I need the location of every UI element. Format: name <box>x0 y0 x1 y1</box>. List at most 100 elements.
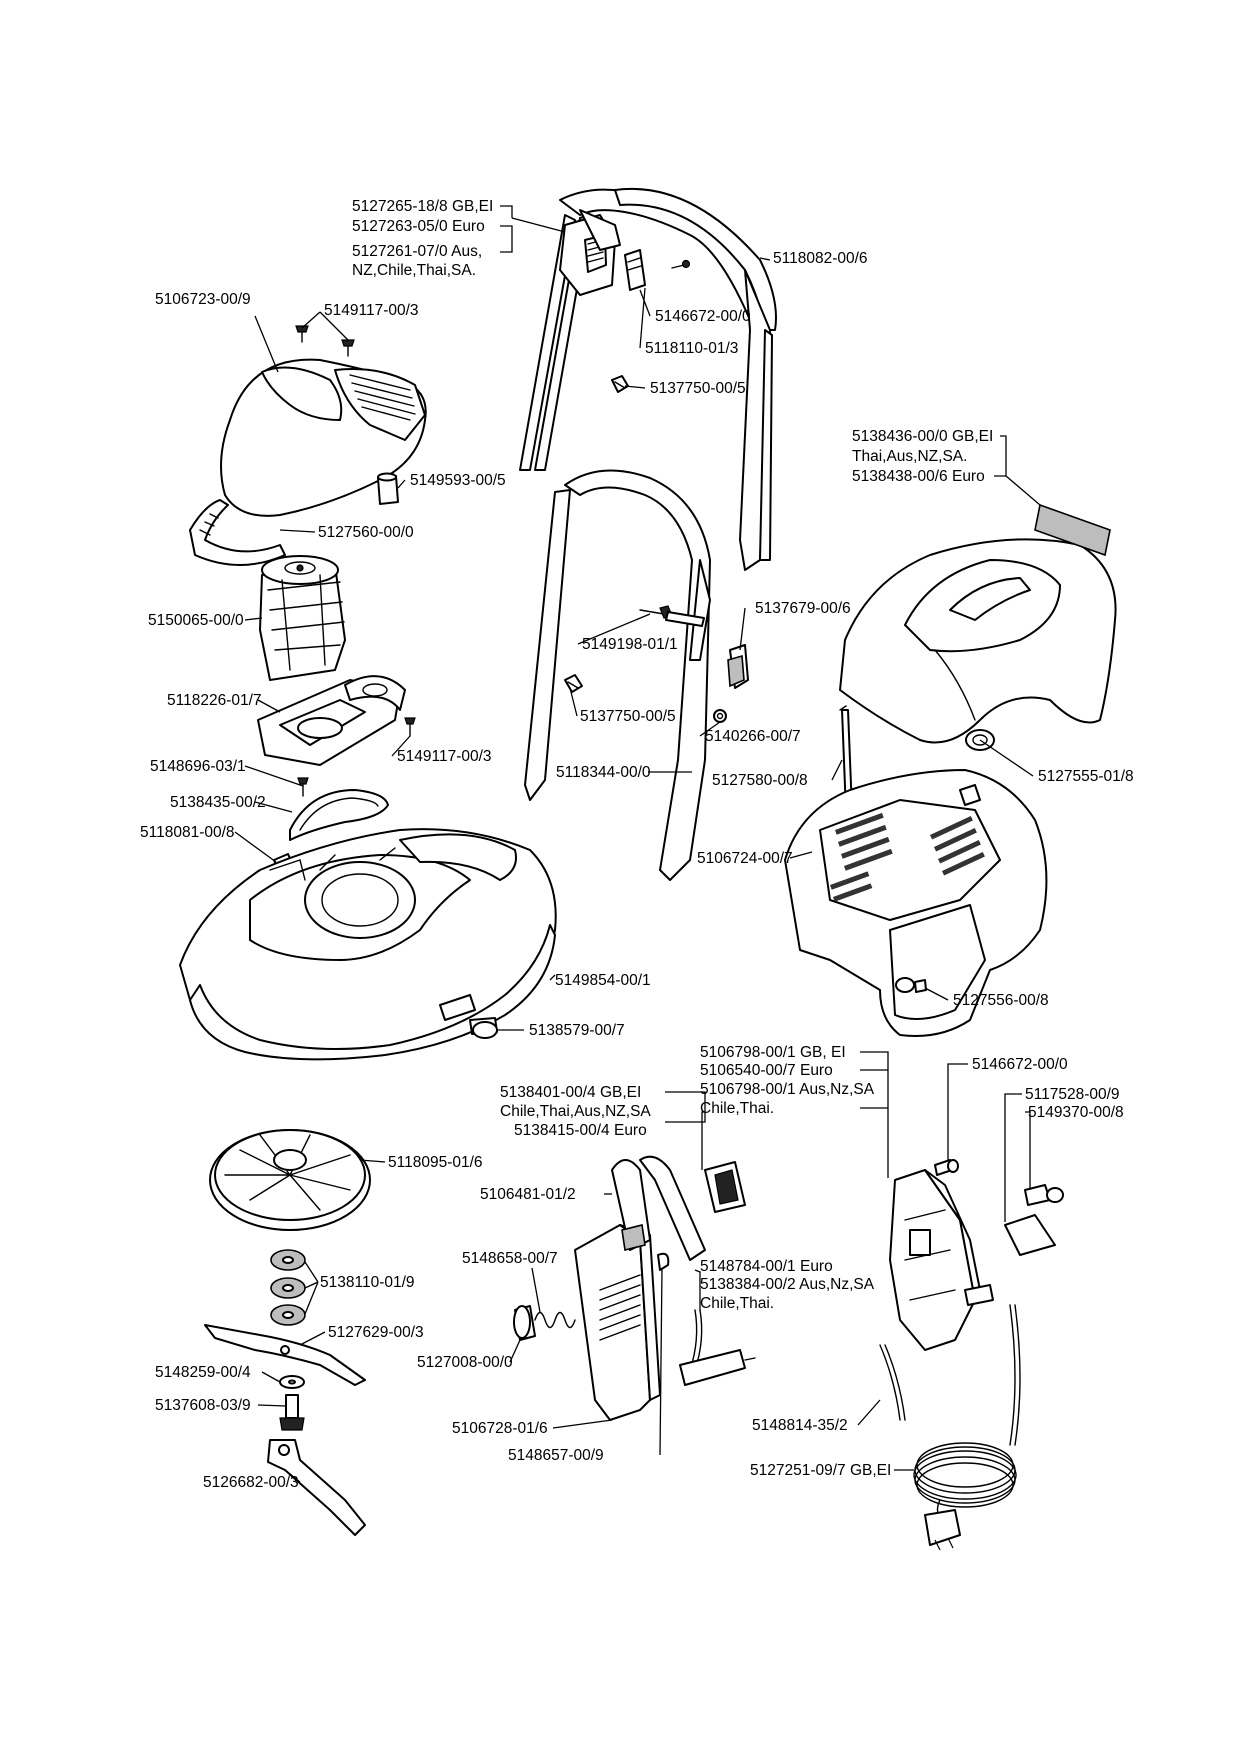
label-cable-1: 5148784-00/1 Euro <box>700 1258 833 1275</box>
hood-cover <box>220 358 427 517</box>
mains-cable <box>913 1304 1021 1551</box>
screw-plate <box>404 717 416 737</box>
knob-deck <box>469 1017 498 1039</box>
warning-label <box>1034 503 1111 557</box>
label-lower-handle: 5118344-00/0 <box>556 764 651 781</box>
label-cable-clip-lower: 5137750-00/5 <box>580 708 676 725</box>
label-switch-a-1: 5106798-00/1 GB, EI <box>700 1044 846 1061</box>
label-bolt-handle: 5149198-01/1 <box>582 636 678 653</box>
label-switch-housing: 5106728-01/6 <box>452 1420 548 1437</box>
label-warning-gb-2: Thai,Aus,NZ,SA. <box>852 448 967 465</box>
cord-short <box>879 1344 906 1421</box>
label-motor-plate: 5118226-01/7 <box>167 692 262 709</box>
grass-box <box>784 769 1048 1037</box>
spanner <box>267 1439 366 1536</box>
spacer <box>377 472 399 505</box>
label-screw-hood: 5149117-00/3 <box>324 302 419 319</box>
screw-switch <box>934 1159 959 1176</box>
label-handle-grip: 5106481-01/2 <box>480 1186 576 1203</box>
washer <box>279 1375 305 1389</box>
label-warning-gb-1: 5138436-00/0 GB,EI <box>852 428 993 445</box>
label-deck: 5149854-00/1 <box>555 972 651 989</box>
label-hood-bracket: 5127560-00/0 <box>318 524 414 541</box>
label-relief-1: 5117528-00/9 <box>1025 1086 1120 1103</box>
label-hood-cover: 5106723-00/9 <box>155 291 251 308</box>
leader-lines <box>234 205 1041 1483</box>
cable-clip-upper <box>611 375 629 393</box>
label-motor: 5150065-00/0 <box>148 612 244 629</box>
label-switch-box-gb: 5127265-18/8 GB,EI <box>352 198 493 215</box>
screw-hood-left <box>295 325 309 343</box>
label-plug-3: 5138415-00/4 Euro <box>514 1122 647 1139</box>
label-knob-deck: 5138579-00/7 <box>529 1022 625 1039</box>
label-handle-lever: 5137679-00/6 <box>755 600 851 617</box>
label-switch-box-aus-2: NZ,Chile,Thai,SA. <box>352 262 476 279</box>
label-belt: 5138435-00/2 <box>170 794 266 811</box>
part-labels: 5127265-18/8 GB,EI 5127263-05/0 Euro 512… <box>140 198 1134 1491</box>
label-rear-cover: 5127555-01/8 <box>1038 768 1134 785</box>
label-switch-box-aus-1: 5127261-07/0 Aus, <box>352 243 482 260</box>
spring <box>534 1311 576 1329</box>
label-screw-handle-top: 5146672-00/0 <box>655 308 751 325</box>
clip-housing <box>657 1252 670 1271</box>
screw-handle-top <box>671 259 691 269</box>
label-spanner: 5126682-00/3 <box>203 1474 299 1491</box>
label-plug-2: Chile,Thai,Aus,NZ,SA <box>500 1103 651 1120</box>
switch-housing <box>574 1224 661 1421</box>
label-blade: 5127629-00/3 <box>328 1324 424 1341</box>
washer-stack <box>270 1249 306 1326</box>
label-bolt-blade: 5137608-03/9 <box>155 1397 251 1414</box>
strain-relief <box>1004 1184 1064 1256</box>
bolt-handle <box>639 605 705 627</box>
label-cable-clip-upper: 5137750-00/5 <box>650 380 746 397</box>
label-fan: 5118095-01/6 <box>388 1154 483 1171</box>
label-handle-clip: 5118110-01/3 <box>645 340 738 357</box>
grass-box-vents <box>830 812 985 902</box>
label-cord-short: 5148814-35/2 <box>752 1417 848 1434</box>
bolt-blade <box>279 1394 305 1431</box>
label-clip-housing: 5148657-00/9 <box>508 1447 604 1464</box>
hood-bracket <box>189 499 286 566</box>
label-knob-box: 5127556-00/8 <box>953 992 1049 1009</box>
label-grass-box: 5106724-00/7 <box>697 850 793 867</box>
cable-clip-lower <box>564 674 583 693</box>
label-washers: 5138110-01/9 <box>320 1274 415 1291</box>
label-rod: 5127580-00/8 <box>712 772 808 789</box>
lower-handle <box>524 469 711 881</box>
label-switch-a-4: Chile,Thai. <box>700 1100 774 1117</box>
label-switch-a-3: 5106798-00/1 Aus,Nz,SA <box>700 1081 875 1098</box>
label-screw-switch: 5146672-00/0 <box>972 1056 1068 1073</box>
label-switch-box-euro: 5127263-05/0 Euro <box>352 218 485 235</box>
label-screw-plate: 5149117-00/3 <box>397 748 492 765</box>
label-button: 5127008-00/0 <box>417 1354 513 1371</box>
label-mains-cable: 5127251-09/7 GB,EI <box>750 1462 891 1479</box>
label-cable-2: 5138384-00/2 Aus,Nz,SA <box>700 1276 875 1293</box>
screw-hood-right <box>341 339 355 357</box>
handle-clip <box>624 249 646 291</box>
label-cable-3: Chile,Thai. <box>700 1295 774 1312</box>
label-relief-2: 5149370-00/8 <box>1028 1104 1124 1121</box>
deck <box>179 828 557 1061</box>
label-warning-euro: 5138438-00/6 Euro <box>852 468 985 485</box>
label-screw-belt: 5148696-03/1 <box>150 758 246 775</box>
handle-knob <box>713 709 727 723</box>
label-spacer: 5149593-00/5 <box>410 472 506 489</box>
rear-cover <box>839 538 1117 751</box>
label-spring: 5148658-00/7 <box>462 1250 558 1267</box>
upper-handle <box>519 187 777 571</box>
belt <box>289 789 389 841</box>
label-clip: 5118081-00/8 <box>140 824 235 841</box>
label-handle-knob: 5140266-00/7 <box>705 728 801 745</box>
blade <box>204 1324 366 1386</box>
cable-connector <box>679 1309 756 1386</box>
handle-lever <box>727 644 749 689</box>
plug-connector <box>704 1161 746 1213</box>
handle-switch-box <box>559 209 621 296</box>
fan <box>209 1129 371 1231</box>
label-washer: 5148259-00/4 <box>155 1364 251 1381</box>
button <box>513 1305 536 1341</box>
knob-box <box>895 977 927 993</box>
label-switch-a-2: 5106540-00/7 Euro <box>700 1062 833 1079</box>
handle-grip <box>611 1155 706 1261</box>
